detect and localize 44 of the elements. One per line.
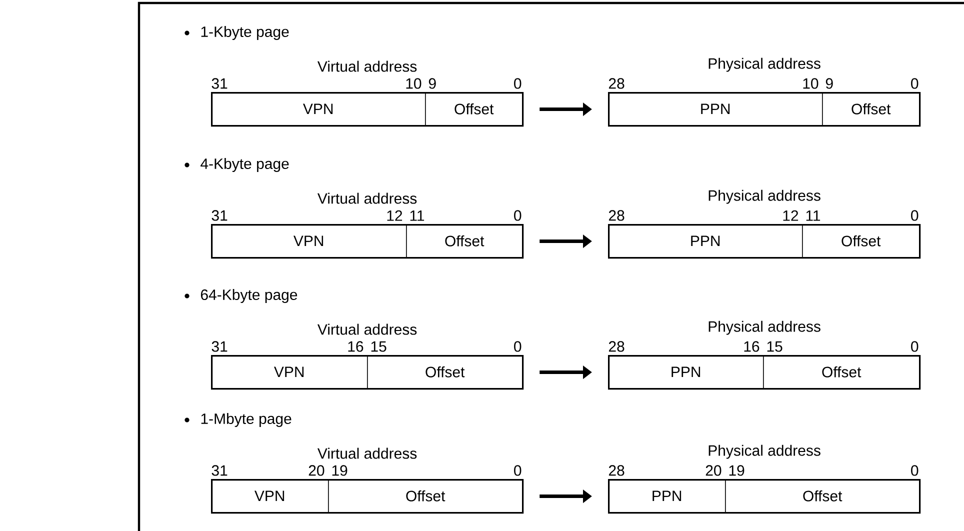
bit-number: 11 xyxy=(806,210,820,221)
bit-number: 16 xyxy=(348,341,364,352)
bit-number: 11 xyxy=(410,210,424,221)
field-box: Offset xyxy=(822,92,920,126)
node-label: Virtual address xyxy=(317,324,417,335)
field-box: VPN xyxy=(211,92,426,126)
bit-number: 9 xyxy=(826,78,833,89)
bit-number: 10 xyxy=(803,78,818,89)
bit-number: 15 xyxy=(371,341,386,352)
bit-number: 20 xyxy=(706,465,722,476)
bit-number: 20 xyxy=(308,465,324,476)
bit-number: 10 xyxy=(406,78,422,89)
field-box: Offset xyxy=(367,355,523,389)
node-label: Virtual address xyxy=(317,192,417,204)
field-box: Offset xyxy=(802,224,920,258)
bullet-item: 1-Kbyte page xyxy=(184,26,289,40)
field-box: VPN xyxy=(211,355,368,389)
bit-number: 19 xyxy=(729,465,744,476)
bit-number: 16 xyxy=(744,341,760,352)
node-label: Physical address xyxy=(708,320,820,335)
field-box: VPN xyxy=(211,479,329,513)
bit-number: 12 xyxy=(387,210,402,221)
node-label: Physical address xyxy=(708,190,820,204)
field-box: PPN xyxy=(608,355,764,389)
node-label: Virtual address xyxy=(317,60,417,72)
node-label: Physical address xyxy=(708,58,820,72)
node-label: Virtual address xyxy=(317,448,417,459)
bit-number: 19 xyxy=(332,465,348,476)
field-box: Offset xyxy=(725,479,920,513)
node-label: Physical address xyxy=(708,444,820,459)
bit-number: 15 xyxy=(767,341,782,352)
field-box: VPN xyxy=(211,224,407,258)
bit-number: 9 xyxy=(428,78,436,89)
field-box: Offset xyxy=(763,355,920,389)
field-box: Offset xyxy=(328,479,523,513)
bit-number: 12 xyxy=(783,210,798,221)
field-box: Offset xyxy=(406,224,523,258)
bullet-item: 4-Kbyte page xyxy=(184,158,289,172)
field-box: PPN xyxy=(608,224,803,258)
bullet-item: 64-Kbyte page xyxy=(184,289,298,303)
bullet-item: 1-Mbyte page xyxy=(184,413,292,427)
field-box: PPN xyxy=(608,479,726,513)
field-box: Offset xyxy=(425,92,523,126)
field-box: PPN xyxy=(608,92,823,126)
